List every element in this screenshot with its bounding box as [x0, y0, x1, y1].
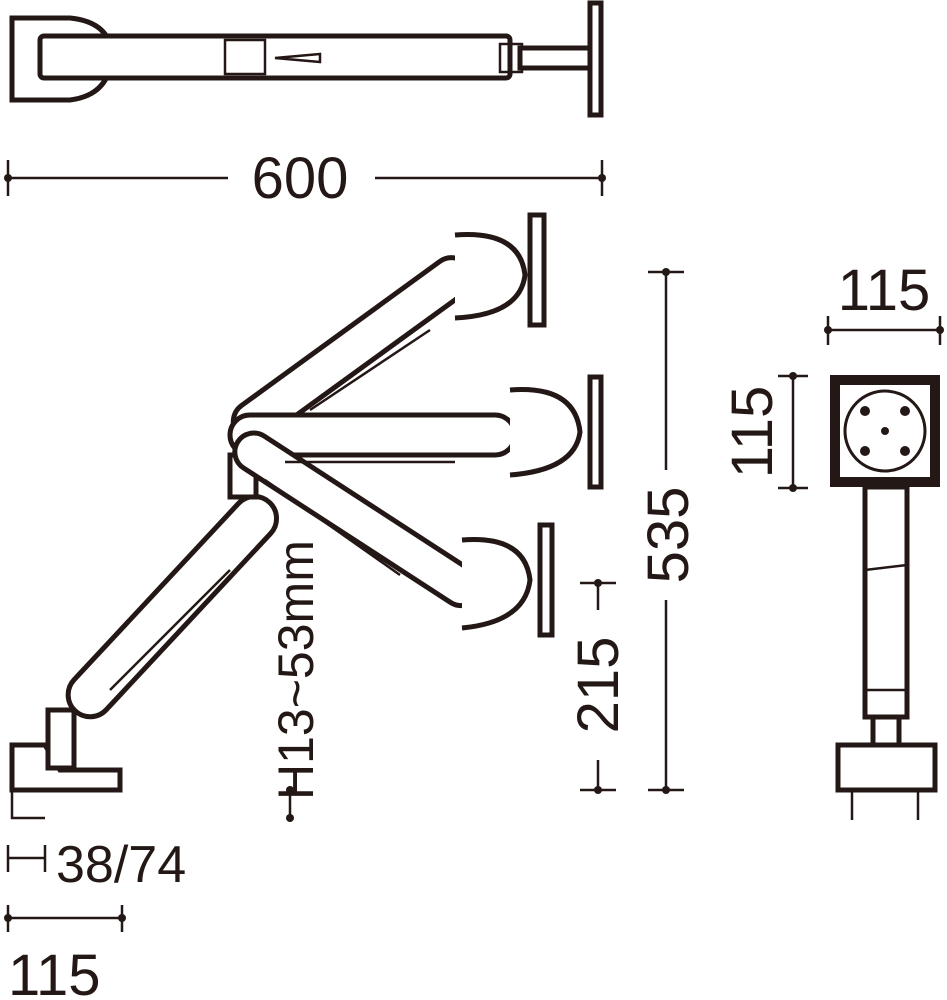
base-width-label: 115: [8, 943, 100, 1000]
side-view-arm: [9, 212, 604, 820]
dimension-height-535: 535: [636, 268, 701, 794]
dimension-vesa-width: 115: [824, 258, 944, 345]
clamp-depth-label: 38/74: [56, 836, 186, 894]
dimension-width-600: 600: [4, 146, 606, 211]
vesa-width-label: 115: [838, 258, 930, 323]
dimension-desk-thickness: H13~53mm: [268, 540, 324, 822]
vesa-height-label: 115: [720, 386, 785, 478]
top-view-arm: [9, 0, 604, 118]
min-height-label: 215: [566, 637, 631, 734]
front-view-arm: [830, 375, 940, 820]
width-label: 600: [252, 146, 349, 211]
desk-thickness-label: H13~53mm: [268, 540, 324, 800]
height-label: 535: [636, 487, 701, 584]
dimension-vesa-height: 115: [720, 372, 808, 492]
dimension-height-215: 215: [566, 579, 631, 794]
dimension-base-width: 115: [4, 905, 126, 1000]
dimension-clamp-depth: 38/74: [6, 836, 186, 894]
